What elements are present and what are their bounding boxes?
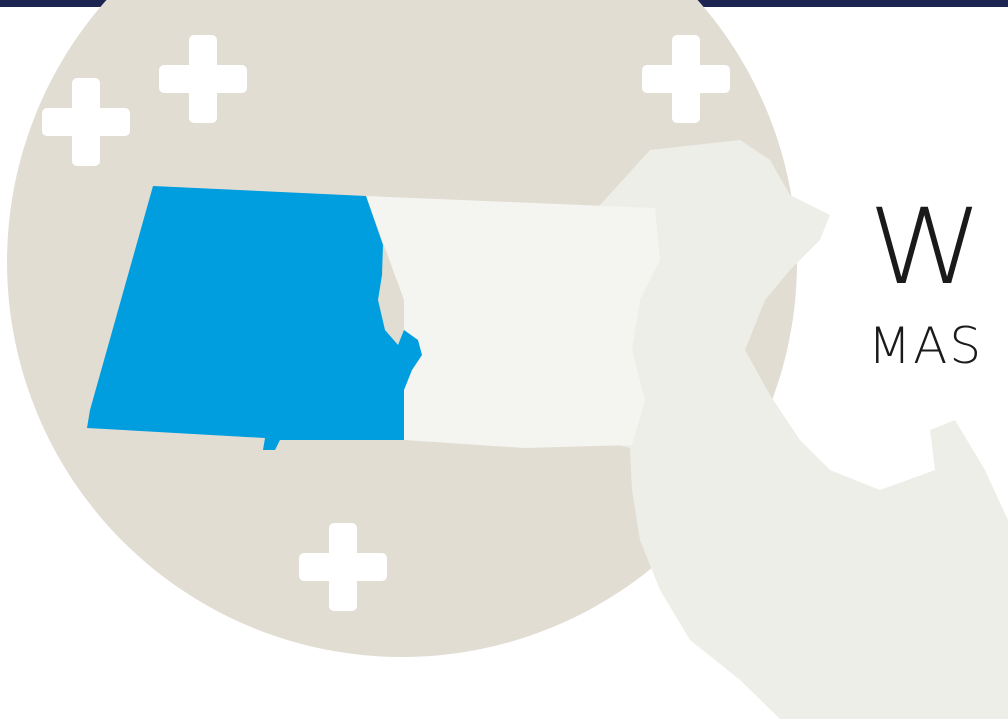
plus-icon (42, 78, 130, 166)
plus-icon (299, 523, 387, 611)
plus-icon (642, 35, 730, 123)
massachusetts-state (366, 196, 660, 448)
heading-title: W (868, 188, 983, 308)
highlighted-region (87, 186, 422, 450)
page-heading: W MAS (868, 188, 1008, 388)
heading-subtitle: MAS (868, 317, 984, 375)
backdrop-circle (7, 0, 797, 657)
plus-icon (159, 35, 247, 123)
massachusetts-coast (600, 140, 1008, 719)
